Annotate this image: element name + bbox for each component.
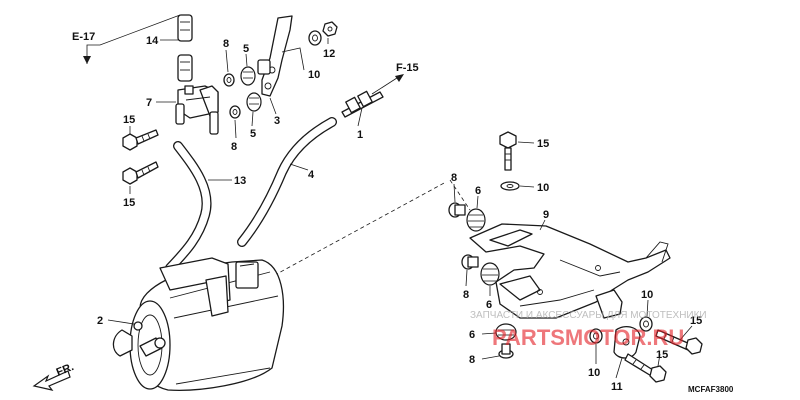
callout-8: 8 <box>231 141 237 153</box>
callout-5: 5 <box>250 128 256 140</box>
part-15-bolt-upper-right <box>499 131 517 171</box>
drawing-code: MCFAF3800 <box>688 385 734 394</box>
part-15-bolt-lower-left <box>122 161 159 185</box>
part-8-collar-upper <box>223 73 235 87</box>
part-14-tube <box>177 14 193 82</box>
part-2-evap-canister <box>112 257 285 391</box>
part-15-bolt-upper-left <box>122 129 159 151</box>
part-8-collar-mid <box>229 105 241 119</box>
part-6-grommet-right-mid <box>480 262 500 286</box>
part-10-washer-lower <box>589 328 603 344</box>
part-4-hose <box>237 117 337 247</box>
callout-7: 7 <box>146 97 152 109</box>
callout-15: 15 <box>690 315 702 327</box>
callout-8: 8 <box>463 289 469 301</box>
arrow-icon <box>395 74 404 82</box>
part-10-washer-upper <box>308 30 322 46</box>
callout-15: 15 <box>123 114 135 126</box>
part-15-bolt-lower-right <box>624 353 667 383</box>
callout-15: 15 <box>123 197 135 209</box>
callout-12: 12 <box>323 48 335 60</box>
callout-2: 2 <box>97 315 103 327</box>
ref-e17: E-17 <box>72 14 181 64</box>
callout-11: 11 <box>611 381 623 393</box>
callout-8: 8 <box>469 354 475 366</box>
callout-labels: 14 8 5 10 12 7 8 5 3 1 15 15 13 4 2 15 1… <box>97 35 702 393</box>
part-10-washer-right-mid <box>639 316 653 332</box>
part-5-grommet-upper <box>240 66 256 86</box>
part-1-fitting <box>341 90 384 118</box>
callout-9: 9 <box>543 209 549 221</box>
part-13-hose <box>165 141 212 273</box>
callout-14: 14 <box>146 35 159 47</box>
callout-5: 5 <box>243 43 249 55</box>
front-arrow-icon <box>32 370 71 391</box>
part-3-valve-bracket <box>257 15 293 97</box>
part-12-nut <box>322 21 338 37</box>
callout-10: 10 <box>537 182 549 194</box>
part-7-solenoid-valve <box>175 85 219 135</box>
callout-4: 4 <box>308 169 315 181</box>
callout-6: 6 <box>486 299 492 311</box>
arrow-icon <box>83 56 91 64</box>
callout-13: 13 <box>234 175 246 187</box>
ref-front: FR. <box>32 361 76 391</box>
ref-e17-label: E-17 <box>72 31 95 43</box>
part-8-collar-lower <box>498 343 514 359</box>
callout-6: 6 <box>469 329 475 341</box>
leader-lines <box>107 38 693 379</box>
callout-10: 10 <box>308 69 320 81</box>
callout-6: 6 <box>475 185 481 197</box>
part-6-grommet-lower <box>495 323 517 341</box>
watermark: ЗАПЧАСТИ И АКСЕССУАРЫ ДЛЯ МОТОТЕХНИКИ PA… <box>470 310 707 350</box>
part-11-clip <box>613 325 641 359</box>
ref-f15-label: F-15 <box>396 62 419 74</box>
watermark-tagline: ЗАПЧАСТИ И АКСЕССУАРЫ ДЛЯ МОТОТЕХНИКИ <box>470 310 707 321</box>
callout-8: 8 <box>451 172 457 184</box>
part-9-mounting-bracket <box>469 223 671 319</box>
callout-15: 15 <box>537 138 549 150</box>
part-6-grommet-right-upper <box>466 208 486 232</box>
part-8-collar-right-upper <box>448 202 466 218</box>
callout-15: 15 <box>656 349 668 361</box>
part-5-grommet-lower <box>246 92 262 112</box>
callout-10: 10 <box>641 289 653 301</box>
part-10-washer-upper-right <box>500 181 520 191</box>
ref-front-label: FR. <box>55 361 76 379</box>
callout-1: 1 <box>357 129 363 141</box>
callout-10: 10 <box>588 367 600 379</box>
ref-f15: F-15 <box>371 62 419 95</box>
callout-3: 3 <box>274 115 280 127</box>
part-8-collar-right-mid <box>461 254 479 270</box>
watermark-logo: PARTSMOTOR.RU <box>492 325 684 350</box>
callout-8: 8 <box>223 38 229 50</box>
part-15-bolt-right-mid <box>655 329 703 355</box>
assembly-dash-line <box>261 181 447 283</box>
assembly-dash-line <box>449 179 471 211</box>
